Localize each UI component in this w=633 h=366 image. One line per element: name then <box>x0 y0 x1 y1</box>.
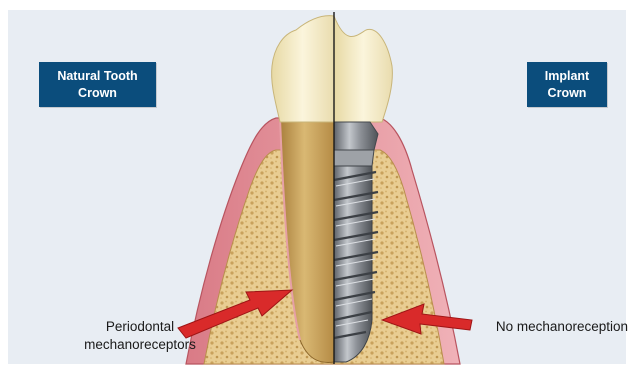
no-mechanoreception-caption: No mechanoreception <box>468 318 628 336</box>
natural-tooth-crown-label: Natural Tooth Crown <box>39 62 156 107</box>
periodontal-caption: Periodontal mechanoreceptors <box>70 318 210 354</box>
implant-abutment <box>334 122 378 166</box>
periodontal-caption-line1: Periodontal <box>70 318 210 336</box>
implant-crown <box>334 16 392 122</box>
natural-tooth-crown <box>272 16 334 122</box>
implant-crown-label: Implant Crown <box>527 62 607 107</box>
periodontal-caption-line2: mechanoreceptors <box>70 336 210 354</box>
